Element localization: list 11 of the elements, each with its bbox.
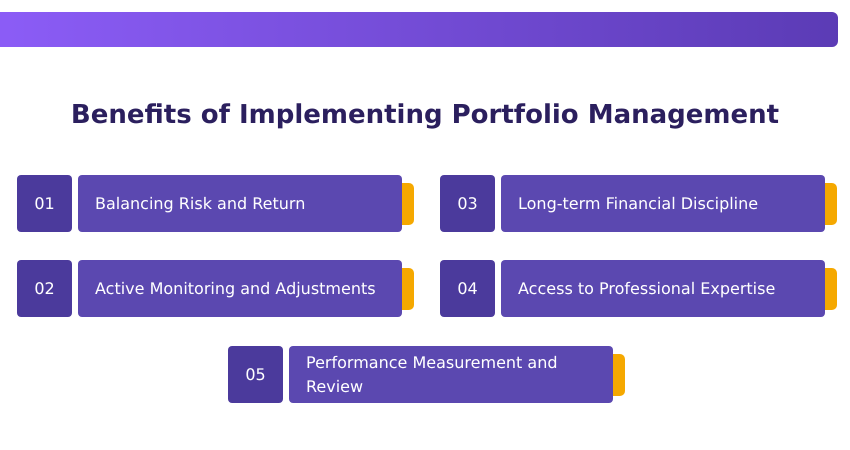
number-box: 04: [440, 260, 495, 317]
number-box: 05: [228, 346, 283, 403]
number-box: 03: [440, 175, 495, 232]
benefit-box: Performance Measurement and Review: [289, 346, 613, 403]
benefit-box: Active Monitoring and Adjustments: [78, 260, 402, 317]
title: Benefits of Implementing Portfolio Management: [70, 100, 780, 130]
benefit-box: Balancing Risk and Return: [78, 175, 402, 232]
number-box: 02: [17, 260, 72, 317]
number-box: 01: [17, 175, 72, 232]
benefit-box: Long-term Financial Discipline: [501, 175, 825, 232]
benefit-box: Access to Professional Expertise: [501, 260, 825, 317]
